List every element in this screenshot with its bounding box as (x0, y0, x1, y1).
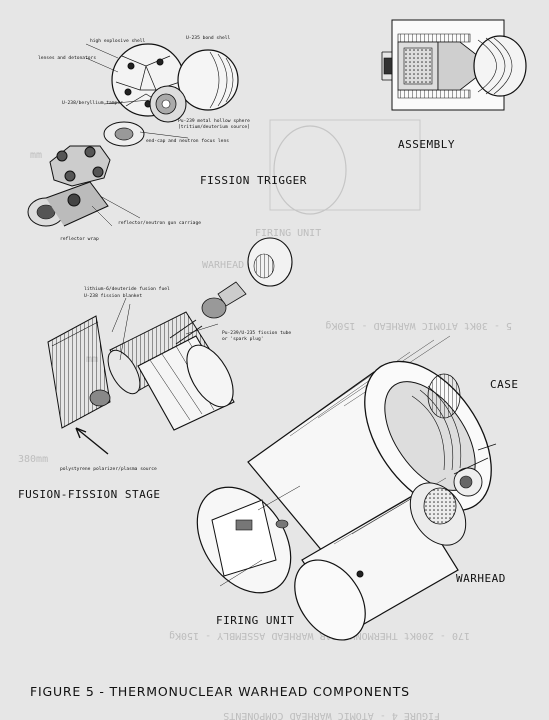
callout-gun-carriage: reflector/neutron gun carriage (118, 220, 201, 226)
label-fusion-fission-stage: FUSION-FISSION STAGE (18, 488, 160, 501)
callout-u235-shell: U-235 bond shell (186, 35, 230, 41)
callout-end-cap: end-cap and neutron focus lens (146, 138, 229, 144)
ghost-figure-4: FIGURE 4 - ATOMIC WARHEAD COMPONENTS (223, 710, 440, 720)
callout-lithium6: lithium-6/deuteride fusion fuel (84, 286, 170, 292)
label-warhead: WARHEAD (456, 572, 506, 585)
ghost-mm-1: mm (30, 150, 42, 161)
callout-pu239-sphere: Pu-239 metal hollow sphere (178, 118, 250, 124)
assembly-cutaway (381, 19, 527, 111)
ghost-ellipse (273, 125, 347, 215)
ghost-warhead: WARHEAD (202, 260, 244, 271)
fusion-fission-drawing (47, 237, 293, 455)
callout-he-shell: high explosive shell (90, 38, 146, 44)
ghost-frame (269, 119, 421, 211)
ghost-firing-unit: FIRING UNIT (255, 228, 321, 239)
figure-caption: FIGURE 5 - THERMONUCLEAR WARHEAD COMPONE… (30, 684, 410, 699)
callout-u238-blanket: U-238 fission blanket (84, 293, 142, 299)
fission-trigger-drawing (27, 43, 239, 227)
ghost-assembly-title: 170 - 200Kt THERMONUCLEAR WARHEAD ASSEMB… (169, 630, 470, 641)
warhead-drawing (294, 443, 497, 641)
callout-tamper: U-238/beryllium tamper (62, 100, 123, 106)
u235-shell (177, 49, 239, 111)
label-fission-trigger: FISSION TRIGGER (200, 174, 307, 187)
callout-spark-plug: or 'spark plug' (222, 336, 264, 342)
firing-unit-drawing (196, 485, 301, 594)
ghost-atomic-warhead: 5 - 30Kt ATOMIC WARHEAD - 150Kg (325, 320, 512, 331)
label-assembly: ASSEMBLY (398, 138, 455, 151)
ghost-mm-3: 380mm (18, 454, 48, 465)
label-firing-unit: FIRING UNIT (216, 614, 294, 627)
callout-polarizer: polystyrene polarizer/plasma source (60, 466, 157, 472)
callout-lenses: lenses and detonators (38, 55, 96, 61)
callout-tritium: [tritium/deuterium source] (178, 124, 250, 130)
callout-fission-tube: Pu-239/U-235 fission tube (222, 330, 291, 336)
callout-reflector-wrap: reflector wrap (60, 236, 99, 242)
label-case: CASE (490, 378, 519, 391)
